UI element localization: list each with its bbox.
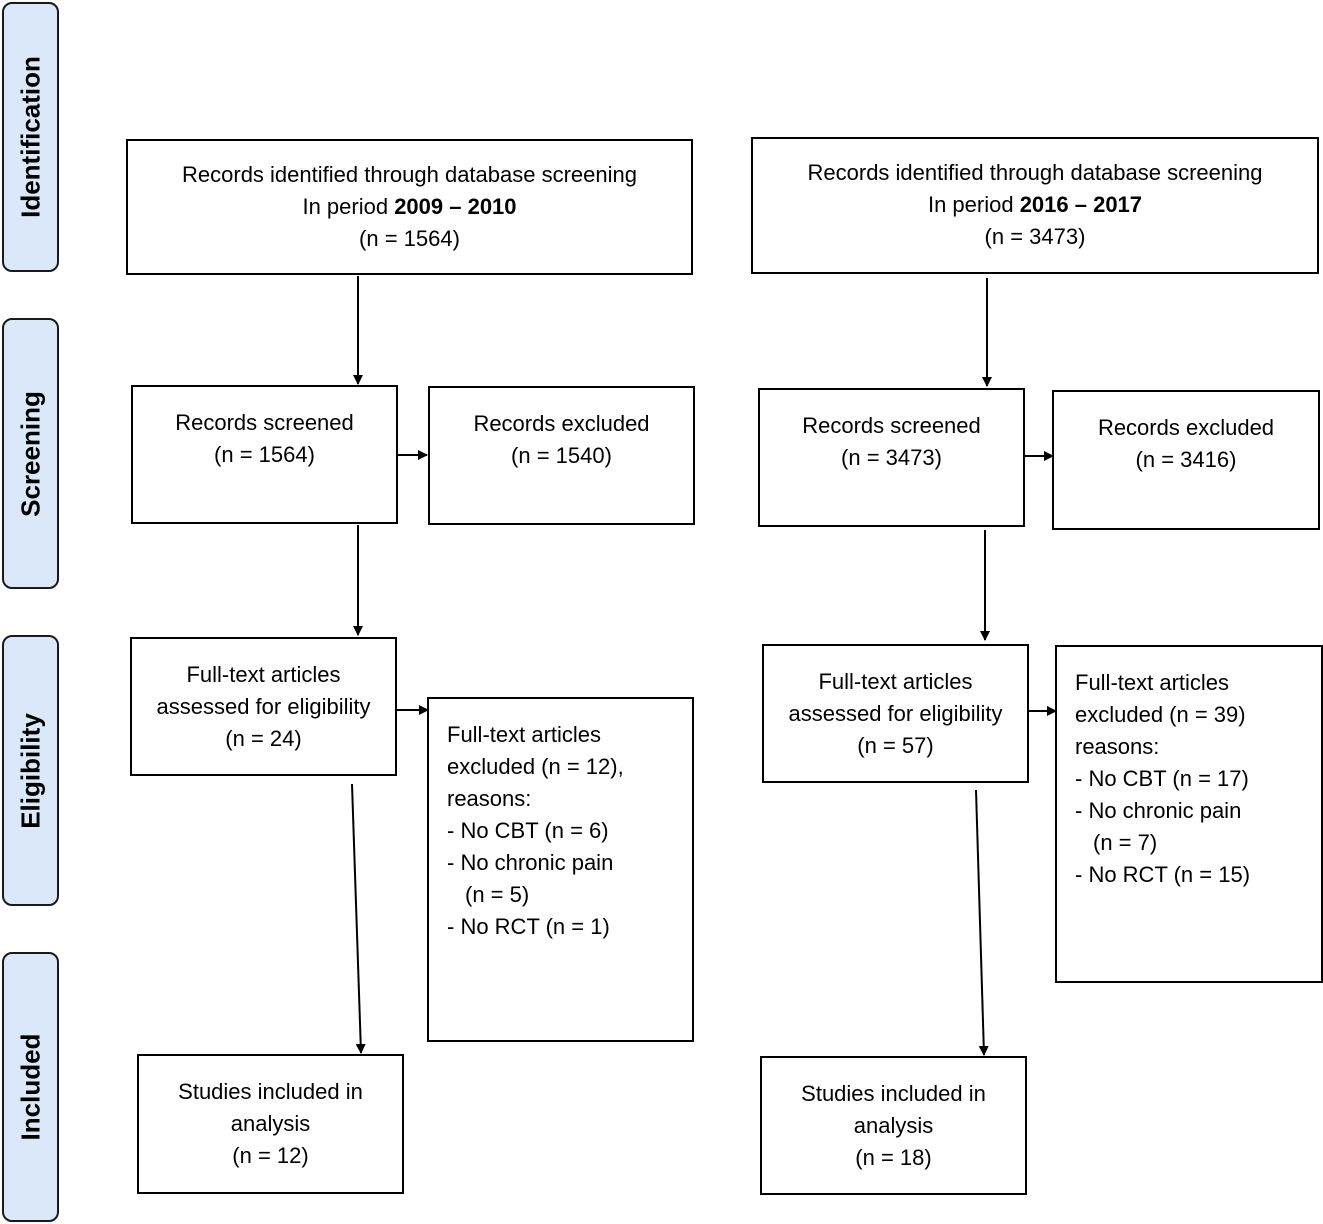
left-identified-n: (n = 1564) (359, 226, 460, 251)
right-fte-reason1: - No CBT (n = 17) (1075, 766, 1249, 791)
right-screened-n: (n = 3473) (841, 445, 942, 470)
left-fte-line1: Full-text articles (447, 722, 602, 747)
left-fte-line2: excluded (n = 12), (447, 754, 624, 779)
right-screened-box: Records screened (n = 3473) (758, 388, 1025, 527)
left-fte-reason1: - No CBT (n = 6) (447, 818, 609, 843)
right-fulltext-excluded-box: Full-text articles excluded (n = 39) rea… (1055, 645, 1323, 983)
right-identified-line1: Records identified through database scre… (807, 160, 1263, 185)
right-fte-line1: Full-text articles (1075, 670, 1230, 695)
right-fulltext-n: (n = 57) (857, 733, 934, 758)
left-screened-label: Records screened (175, 410, 354, 435)
left-included-box: Studies included in analysis (n = 12) (137, 1054, 404, 1194)
right-excluded-n: (n = 3416) (1135, 447, 1237, 472)
right-included-line1: Studies included in (801, 1081, 986, 1106)
phase-identification: Identification (2, 2, 59, 272)
left-included-line2: analysis (230, 1111, 311, 1136)
right-fulltext-line1: Full-text articles (818, 669, 973, 694)
left-identified-period-line: In period 2009 – 2010 (128, 191, 691, 223)
right-identified-period: 2016 – 2017 (1019, 192, 1143, 217)
left-fte-line3: reasons: (447, 786, 532, 811)
left-excluded-label: Records excluded (473, 411, 650, 436)
left-fulltext-n: (n = 24) (225, 726, 302, 751)
left-fte-reason2: - No chronic pain (447, 850, 614, 875)
right-fte-reason2: - No chronic pain (1075, 798, 1242, 823)
right-included-line2: analysis (853, 1113, 934, 1138)
right-fte-reason2-cont: (n = 7) (1093, 830, 1158, 855)
phase-screening: Screening (2, 318, 59, 589)
right-fulltext-box: Full-text articles assessed for eligibil… (762, 644, 1029, 783)
left-screened-box: Records screened (n = 1564) (131, 385, 398, 524)
left-identified-period: 2009 – 2010 (394, 194, 517, 219)
left-excluded-n: (n = 1540) (511, 443, 612, 468)
right-included-n: (n = 18) (855, 1145, 932, 1170)
left-identified-box: Records identified through database scre… (126, 139, 693, 275)
right-identified-period-prefix: In period (927, 192, 1020, 217)
left-included-n: (n = 12) (232, 1143, 309, 1168)
left-arrow-fulltext-to-included (351, 783, 366, 1054)
right-included-box: Studies included in analysis (n = 18) (760, 1056, 1027, 1195)
left-fulltext-excluded-box: Full-text articles excluded (n = 12), re… (427, 697, 694, 1042)
right-excluded-label: Records excluded (1097, 415, 1275, 440)
left-fulltext-box: Full-text articles assessed for eligibil… (130, 637, 397, 776)
right-identified-box: Records identified through database scre… (751, 137, 1319, 274)
left-identified-period-prefix: In period (302, 194, 395, 219)
phase-included: Included (2, 952, 59, 1222)
right-excluded-box: Records excluded (n = 3416) (1052, 390, 1320, 530)
right-fte-line2: excluded (n = 39) (1075, 702, 1246, 727)
left-excluded-box: Records excluded (n = 1540) (428, 386, 695, 525)
right-fulltext-line2: assessed for eligibility (788, 701, 1003, 726)
left-fte-reason2-cont: (n = 5) (465, 882, 530, 907)
phase-eligibility: Eligibility (2, 635, 59, 906)
left-included-line1: Studies included in (178, 1079, 363, 1104)
left-fulltext-line1: Full-text articles (186, 662, 341, 687)
left-identified-line1: Records identified through database scre… (182, 162, 637, 187)
left-fte-reason3: - No RCT (n = 1) (447, 914, 610, 939)
right-identified-n: (n = 3473) (984, 224, 1086, 249)
left-fulltext-line2: assessed for eligibility (156, 694, 371, 719)
right-fte-reason3: - No RCT (n = 15) (1075, 862, 1251, 887)
right-identified-period-line: In period 2016 – 2017 (753, 189, 1317, 221)
right-fte-line3: reasons: (1075, 734, 1160, 759)
left-screened-n: (n = 1564) (214, 442, 315, 467)
right-screened-label: Records screened (802, 413, 981, 438)
right-arrow-fulltext-to-included (975, 789, 989, 1056)
